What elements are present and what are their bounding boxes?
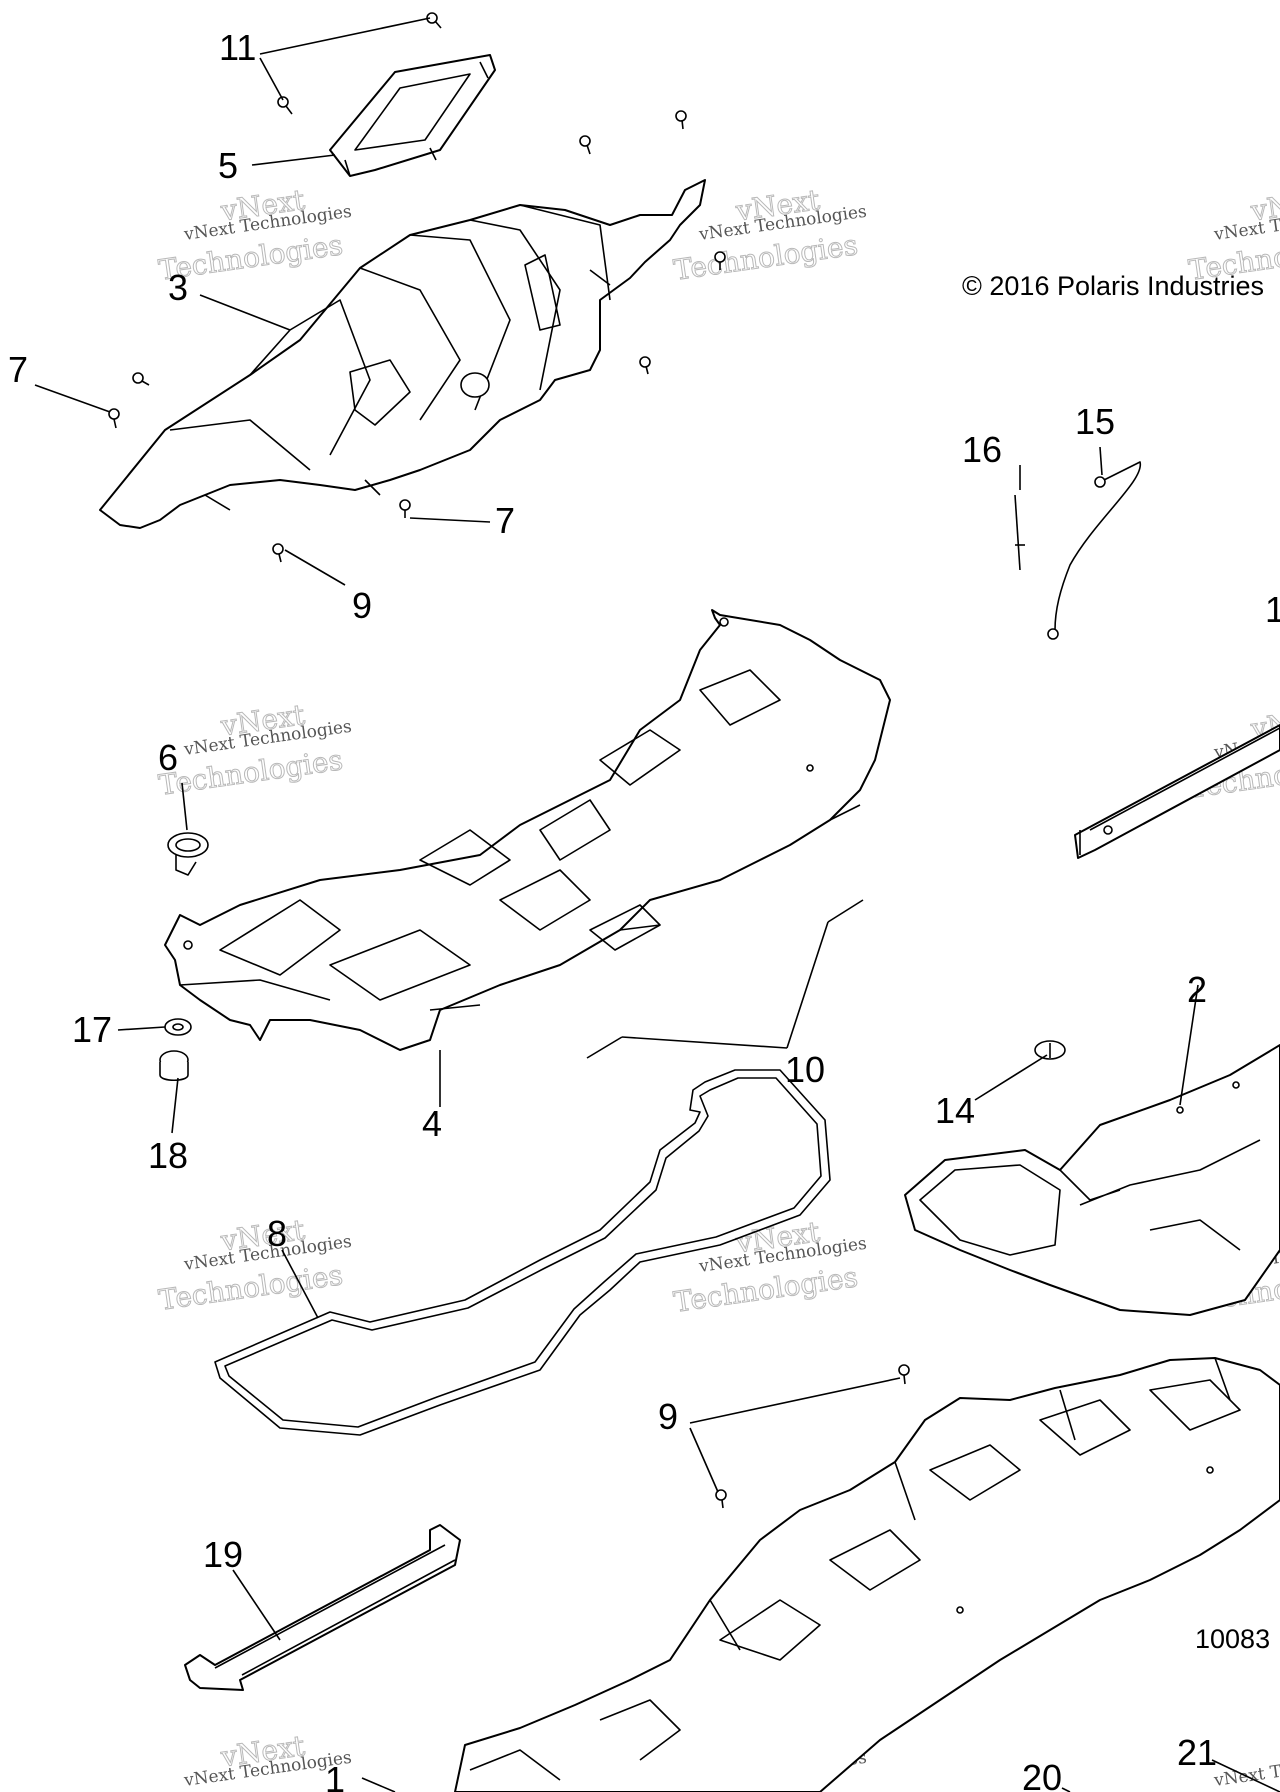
part-4-skid-plate xyxy=(164,609,891,1051)
callout-19: 19 xyxy=(203,1534,243,1575)
part-6-fastener xyxy=(167,832,209,876)
callout-8: 8 xyxy=(267,1213,287,1254)
screw xyxy=(898,1364,910,1385)
callout-6: 6 xyxy=(158,737,178,778)
screw xyxy=(714,251,726,270)
screw xyxy=(426,12,442,29)
part-14-plug xyxy=(1034,1040,1066,1060)
watermark: vNext Technologies xyxy=(1212,1748,1280,1791)
screw xyxy=(639,356,651,375)
callout-15: 15 xyxy=(1075,401,1115,442)
part-1-frame xyxy=(454,1357,1280,1792)
callout-16: 16 xyxy=(962,429,1002,470)
screw xyxy=(272,543,284,563)
part-15-cable xyxy=(1047,461,1141,640)
callout-5: 5 xyxy=(218,145,238,186)
screw xyxy=(715,1489,727,1509)
part-2-tray xyxy=(904,1044,1280,1316)
callout-1: 1 xyxy=(325,1759,345,1792)
callout-20: 20 xyxy=(1022,1757,1062,1792)
part-19-bar xyxy=(184,1524,461,1691)
document-number: 10083 xyxy=(1195,1624,1270,1654)
fastener-group xyxy=(108,12,910,1509)
watermark: vNext Technologies vNext Technologies xyxy=(671,183,868,288)
callout-labels: 11 5 3 7 7 9 16 15 1 6 17 18 4 10 14 2 8… xyxy=(8,27,1280,1792)
part-5-bracket xyxy=(329,54,496,177)
callout-7: 7 xyxy=(8,349,28,390)
screw xyxy=(108,408,120,429)
callout-7: 7 xyxy=(495,500,515,541)
part-8-seal xyxy=(214,1069,831,1436)
callout-9: 9 xyxy=(352,585,372,626)
part-16-pin xyxy=(1014,494,1025,571)
part-3-cover xyxy=(99,179,706,529)
screw xyxy=(399,499,411,518)
callout-17: 17 xyxy=(72,1009,112,1050)
watermark: vNext Technologies vNext Technologies xyxy=(671,1215,868,1320)
copyright-text: © 2016 Polaris Industries xyxy=(962,271,1264,301)
screw xyxy=(579,135,591,155)
leader-lines xyxy=(34,17,1280,1792)
part-10-pins xyxy=(586,899,864,1059)
callout-1-right: 1 xyxy=(1265,589,1280,630)
callout-14: 14 xyxy=(935,1090,975,1131)
watermark: vNext Technologies vNext Technologies xyxy=(156,1213,353,1318)
screw xyxy=(132,372,150,386)
screw xyxy=(277,96,293,115)
callout-3: 3 xyxy=(168,267,188,308)
callout-10: 10 xyxy=(785,1049,825,1090)
callout-18: 18 xyxy=(148,1135,188,1176)
screw xyxy=(675,110,687,130)
watermark: vNext Technologies vNext Technologies xyxy=(156,698,353,803)
callout-21: 21 xyxy=(1177,1732,1217,1773)
callout-9: 9 xyxy=(658,1396,678,1437)
part-17-washer xyxy=(164,1018,192,1036)
callout-2: 2 xyxy=(1187,969,1207,1010)
part-18-grommet xyxy=(159,1050,189,1082)
callout-4: 4 xyxy=(422,1103,442,1144)
callout-11: 11 xyxy=(219,27,256,68)
watermark-outline: vNext xyxy=(1248,183,1280,228)
part-12-strip xyxy=(1074,724,1280,859)
watermark-text: vNext Technologies xyxy=(1212,1748,1280,1791)
